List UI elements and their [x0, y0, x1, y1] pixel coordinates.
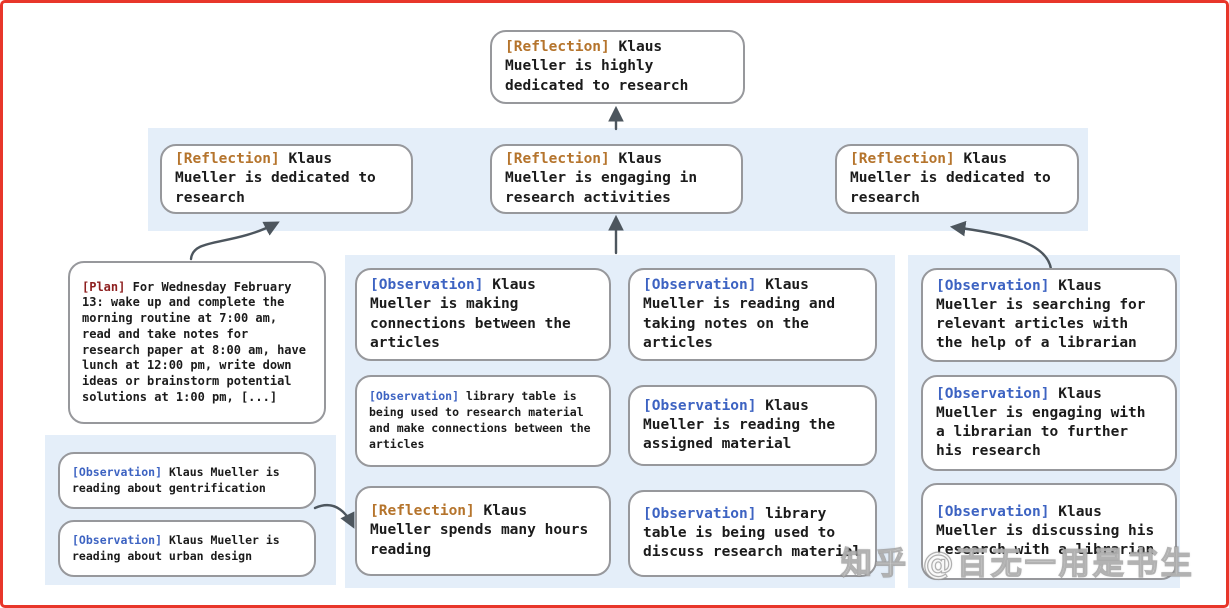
node-text: Klaus Mueller is engaging in research ac…: [505, 151, 698, 206]
plan-tag: [Plan]: [82, 279, 126, 294]
node-text: Klaus Mueller is reading the assigned ma…: [643, 397, 836, 453]
node-text: Klaus Mueller spends many hours reading: [370, 503, 589, 558]
node-text: Klaus Mueller is discussing his research…: [936, 503, 1155, 559]
reflection-node: [Reflection] Klaus Mueller is engaging i…: [490, 144, 743, 214]
node-text: Klaus Mueller is dedicated to research: [175, 151, 376, 206]
observation-tag: [Observation]: [936, 277, 1050, 294]
observation-node: [Observation] Klaus Mueller is engaging …: [921, 375, 1177, 471]
observation-node: [Observation] Klaus Mueller is reading t…: [628, 385, 877, 466]
observation-node: [Observation] Klaus Mueller is reading a…: [58, 452, 316, 509]
node-text: Klaus Mueller is reading and taking note…: [643, 277, 836, 351]
zhihu-watermark: 知乎 @百无一用是书生: [840, 545, 1195, 582]
node-text: Klaus Mueller is highly dedicated to res…: [505, 39, 689, 94]
observation-tag: [Observation]: [72, 532, 163, 547]
node-text: Klaus Mueller is making connections betw…: [370, 277, 571, 351]
plan-node: [Plan] For Wednesday February 13: wake u…: [68, 261, 326, 424]
observation-node: [Observation] Klaus Mueller is making co…: [355, 268, 611, 361]
reflection-node: [Reflection] Klaus Mueller is dedicated …: [160, 144, 413, 214]
observation-tag: [Observation]: [643, 397, 757, 414]
reflection-node: [Reflection] Klaus Mueller spends many h…: [355, 486, 611, 576]
observation-tag: [Observation]: [370, 277, 484, 294]
observation-tag: [Observation]: [72, 464, 163, 479]
node-text: Klaus Mueller is dedicated to research: [850, 151, 1051, 206]
observation-node: [Observation] Klaus Mueller is reading a…: [58, 520, 316, 577]
reflection-tag: [Reflection]: [175, 151, 280, 168]
reflection-node: [Reflection] Klaus Mueller is highly ded…: [490, 30, 745, 104]
node-text: Klaus Mueller is engaging with a librari…: [936, 385, 1146, 460]
observation-node: [Observation] Klaus Mueller is discussin…: [921, 483, 1177, 580]
reflection-tag: [Reflection]: [370, 503, 475, 520]
observation-node: [Observation] library table is being use…: [628, 490, 877, 577]
observation-node: [Observation] Klaus Mueller is searching…: [921, 268, 1177, 362]
node-text: library table is being used to discuss r…: [643, 505, 862, 561]
reflection-tag: [Reflection]: [505, 39, 610, 56]
observation-tag: [Observation]: [369, 389, 460, 404]
node-text: Klaus Mueller is searching for relevant …: [936, 277, 1146, 352]
node-text: For Wednesday February 13: wake up and c…: [82, 279, 306, 404]
reflection-tag: [Reflection]: [505, 151, 610, 168]
observation-node: [Observation] library table is being use…: [355, 375, 611, 467]
observation-tag: [Observation]: [936, 385, 1050, 402]
node-text: library table is being used to research …: [369, 389, 591, 451]
observation-tag: [Observation]: [643, 277, 757, 294]
reflection-node: [Reflection] Klaus Mueller is dedicated …: [835, 144, 1079, 214]
observation-node: [Observation] Klaus Mueller is reading a…: [628, 268, 877, 361]
reflection-tag: [Reflection]: [850, 151, 955, 168]
observation-tag: [Observation]: [643, 505, 757, 522]
node-text: Klaus Mueller is reading about urban des…: [72, 532, 280, 563]
node-text: Klaus Mueller is reading about gentrific…: [72, 464, 280, 495]
observation-tag: [Observation]: [936, 503, 1050, 520]
